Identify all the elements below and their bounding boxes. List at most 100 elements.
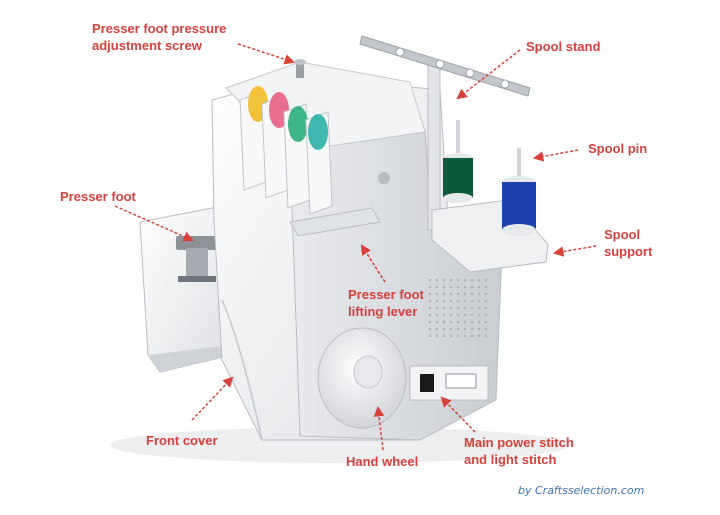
vent-dot (484, 285, 488, 289)
vent-dot (428, 278, 432, 282)
vent-dot (449, 278, 453, 282)
vent-grille (428, 278, 488, 338)
vent-dot (456, 334, 460, 338)
vent-dot (463, 327, 467, 331)
vent-dot (442, 278, 446, 282)
vent-dot (484, 313, 488, 317)
vent-dot (442, 313, 446, 317)
arrow-front-cover (191, 376, 234, 421)
arrow-pressure-screw (237, 43, 295, 65)
vent-dot (470, 320, 474, 324)
vent-dot (435, 285, 439, 289)
vent-dot (477, 285, 481, 289)
vent-dot (470, 285, 474, 289)
vent-dot (484, 320, 488, 324)
vent-dot (442, 334, 446, 338)
vent-dot (456, 285, 460, 289)
vent-dot (449, 327, 453, 331)
vent-dot (435, 327, 439, 331)
vent-dot (449, 313, 453, 317)
vent-dot (477, 292, 481, 296)
vent-dot (442, 299, 446, 303)
vent-dot (463, 320, 467, 324)
vent-dot (477, 299, 481, 303)
vent-dot (428, 292, 432, 296)
tension-dials (239, 86, 333, 215)
vent-dot (442, 320, 446, 324)
label-spool-support: Spool support (604, 227, 653, 259)
vent-dot (435, 278, 439, 282)
vent-dot (456, 327, 460, 331)
label-spool-pin: Spool pin (588, 141, 648, 156)
hand-wheel-part (317, 327, 407, 429)
vent-dot (456, 306, 460, 310)
vent-dot (428, 306, 432, 310)
label-presser-foot: Presser foot (60, 189, 136, 204)
vent-dot (428, 285, 432, 289)
vent-dot (435, 320, 439, 324)
vent-dot (442, 285, 446, 289)
spool-green (443, 120, 473, 203)
vent-dot (477, 306, 481, 310)
vent-dot (449, 334, 453, 338)
label-main-power-stitch: Main power stitch and light stitch (464, 435, 574, 467)
vent-dot (477, 320, 481, 324)
vent-dot (484, 334, 488, 338)
arrow-spool-pin (532, 149, 579, 162)
vent-dot (449, 320, 453, 324)
vent-dot (428, 327, 432, 331)
spool-blue (502, 148, 536, 236)
vent-dot (463, 334, 467, 338)
power-switch-panel (409, 365, 489, 401)
vent-dot (470, 299, 474, 303)
vent-dot (428, 313, 432, 317)
vent-dot (463, 306, 467, 310)
arrow-power-switch (440, 396, 476, 433)
credit-text: by Craftsselection.com (518, 484, 645, 497)
vent-dot (449, 306, 453, 310)
vent-dot (449, 292, 453, 296)
label-presser-foot-pressure-screw: Presser foot pressure adjustment screw (92, 21, 227, 53)
vent-dot (428, 299, 432, 303)
vent-dot (477, 278, 481, 282)
vent-dot (484, 306, 488, 310)
vent-dot (456, 299, 460, 303)
vent-dot (463, 292, 467, 296)
vent-dot (435, 306, 439, 310)
serger-machine-illustration (110, 35, 570, 463)
vent-dot (463, 299, 467, 303)
vent-dot (477, 334, 481, 338)
vent-dot (435, 313, 439, 317)
vent-dot (470, 306, 474, 310)
vent-dot (470, 292, 474, 296)
vent-dot (484, 327, 488, 331)
vent-dot (456, 320, 460, 324)
vent-dot (456, 292, 460, 296)
vent-dot (470, 278, 474, 282)
label-hand-wheel: Hand wheel (346, 454, 419, 469)
vent-dot (484, 299, 488, 303)
vent-dot (449, 299, 453, 303)
arrow-hand-wheel (373, 405, 385, 451)
vent-dot (470, 313, 474, 317)
arrow-spool-support (552, 245, 597, 257)
vent-dot (442, 292, 446, 296)
label-front-cover: Front cover (146, 433, 218, 448)
vent-dot (456, 278, 460, 282)
vent-dot (435, 299, 439, 303)
vent-dot (435, 334, 439, 338)
vent-dot (456, 313, 460, 317)
arrow-lifting-lever (360, 244, 386, 283)
vent-dot (428, 320, 432, 324)
vent-dot (484, 278, 488, 282)
vent-dot (435, 292, 439, 296)
vent-dot (484, 292, 488, 296)
label-spool-stand: Spool stand (526, 39, 601, 54)
vent-dot (463, 313, 467, 317)
vent-dot (428, 334, 432, 338)
vent-dot (477, 313, 481, 317)
callout-arrows (114, 43, 597, 451)
arrow-spool-stand (456, 49, 521, 100)
vent-dot (463, 285, 467, 289)
